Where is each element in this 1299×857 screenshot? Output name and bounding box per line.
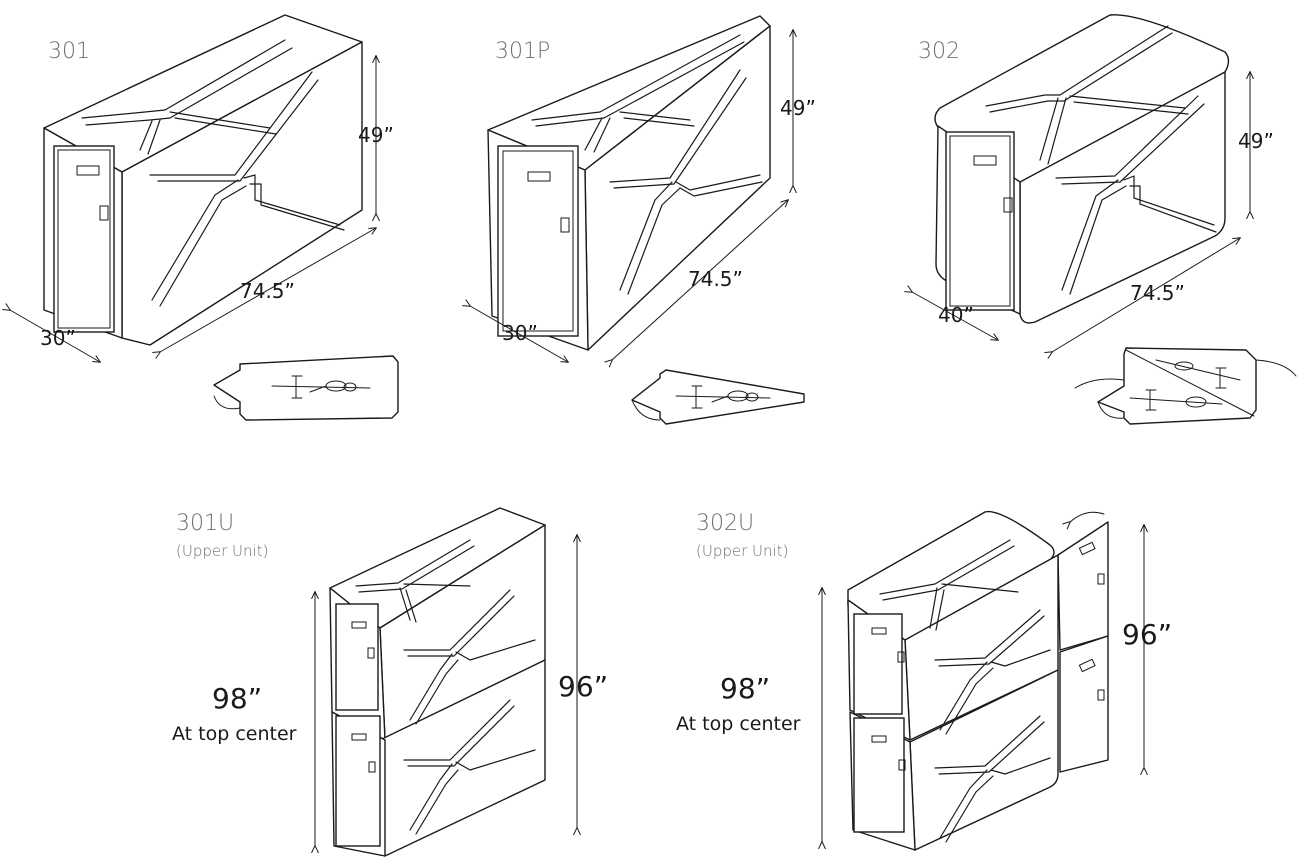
unit-302-door-placard — [973, 155, 997, 166]
stack-302u-rear-placard-b — [1078, 658, 1096, 673]
unit-302-door — [945, 131, 1015, 311]
stack-302u-rear-lower — [1059, 635, 1109, 773]
unit-302-label: 302 — [918, 39, 960, 64]
unit-302-door-swing-a — [1097, 401, 1125, 419]
unit-301p-label: 301P — [495, 39, 550, 64]
unit-301p-top-grooves — [531, 34, 745, 153]
unit-301-top-grooves — [81, 39, 293, 155]
stack-301u-top-note: At top center — [172, 723, 297, 745]
stack-302u-swing-arrow — [1070, 511, 1105, 522]
unit-302-width-label: 40” — [938, 303, 974, 327]
unit-302-top-grooves — [985, 25, 1189, 165]
unit-302-door-swing-c — [1074, 378, 1125, 389]
stack-301u-upper-door — [335, 603, 379, 711]
stack-301u: 301U (Upper Unit) — [172, 507, 608, 857]
unit-302: 302 49” 74.5” 40” — [912, 14, 1297, 425]
stack-301u-lower-door — [335, 715, 381, 847]
unit-301-door-lock — [99, 205, 109, 221]
unit-301-plan-outline — [213, 355, 399, 421]
stack-302u: 302U (Upper Unit) — [676, 510, 1172, 851]
stack-301u-upper-lock — [367, 647, 375, 659]
unit-302-plan-view — [1074, 347, 1297, 425]
unit-302-length-line — [1052, 238, 1240, 352]
stack-301u-upper-placard — [351, 621, 367, 629]
stack-302u-upper-placard — [871, 627, 887, 635]
stack-302u-rear-upper — [1057, 521, 1109, 651]
unit-301-plan-view — [213, 355, 399, 421]
unit-302-bike-icon-a — [1155, 359, 1241, 389]
stack-302u-grooves — [879, 539, 1051, 843]
unit-302-height-label: 49” — [1238, 129, 1274, 153]
unit-301-width-line — [10, 310, 100, 362]
unit-301-door-placard — [76, 165, 100, 176]
unit-301p-width-line — [470, 306, 568, 362]
stack-302u-upper-door — [853, 613, 903, 715]
unit-301p-width-label: 30” — [502, 321, 538, 345]
unit-301-door — [53, 145, 115, 333]
unit-301p-height-label: 49” — [780, 96, 816, 120]
stack-302u-lower-lock — [898, 759, 906, 771]
unit-301p-door-swing — [631, 399, 661, 421]
unit-301p-length-label: 74.5” — [688, 267, 743, 291]
stack-301u-lower-lock — [368, 761, 376, 773]
unit-301-bike-icon — [271, 375, 371, 399]
stack-302u-rear-lock-b — [1097, 689, 1105, 701]
unit-302-door-swing-b — [1255, 359, 1297, 377]
unit-301p-door-lock — [560, 217, 570, 233]
stack-302u-lower-side — [909, 669, 1059, 851]
unit-302-plan-outline — [1097, 347, 1257, 425]
stack-301u-sublabel: (Upper Unit) — [176, 542, 268, 560]
stack-301u-grooves — [355, 539, 536, 835]
stack-302u-sublabel: (Upper Unit) — [696, 542, 788, 560]
unit-301-height-label: 49” — [358, 123, 394, 147]
stack-301u-lower-placard — [351, 733, 367, 741]
stack-302u-lower-placard — [871, 735, 887, 743]
unit-301-label: 301 — [48, 39, 90, 64]
unit-302-door-lock — [1003, 197, 1013, 213]
unit-302-length-label: 74.5” — [1130, 281, 1185, 305]
stack-302u-rear-lock-a — [1097, 573, 1105, 585]
stack-302u-height-label: 96” — [1122, 618, 1172, 651]
unit-302-plan-divider — [1125, 349, 1255, 417]
unit-301-width-label: 30” — [40, 326, 76, 350]
stack-302u-top-note: At top center — [676, 713, 801, 735]
unit-301-door-swing — [213, 395, 241, 410]
unit-301p-plan-view — [631, 369, 805, 425]
unit-301-length-label: 74.5” — [240, 279, 295, 303]
stack-302u-rear-placard-a — [1078, 541, 1096, 556]
unit-302-bike-icon-b — [1129, 389, 1223, 411]
unit-301: 301 49” 74.5” — [10, 14, 399, 421]
stack-302u-lower-door — [853, 717, 905, 833]
unit-301p-door-placard — [527, 171, 551, 182]
unit-301-length-line — [160, 228, 376, 352]
unit-301p: 301P 49” 74.5” 30” — [470, 15, 816, 425]
stack-301u-label: 301U — [176, 511, 234, 536]
stack-301u-height-label: 96” — [558, 670, 608, 703]
stack-302u-upper-lock — [897, 651, 905, 663]
stack-302u-label: 302U — [696, 511, 754, 536]
stack-302u-top-height: 98” — [720, 672, 770, 705]
unit-301p-length-line — [612, 200, 788, 360]
stack-301u-top-height: 98” — [212, 682, 262, 715]
unit-301p-bike-icon — [675, 385, 771, 409]
unit-302-width-line — [912, 292, 998, 340]
unit-301p-door — [497, 145, 579, 337]
